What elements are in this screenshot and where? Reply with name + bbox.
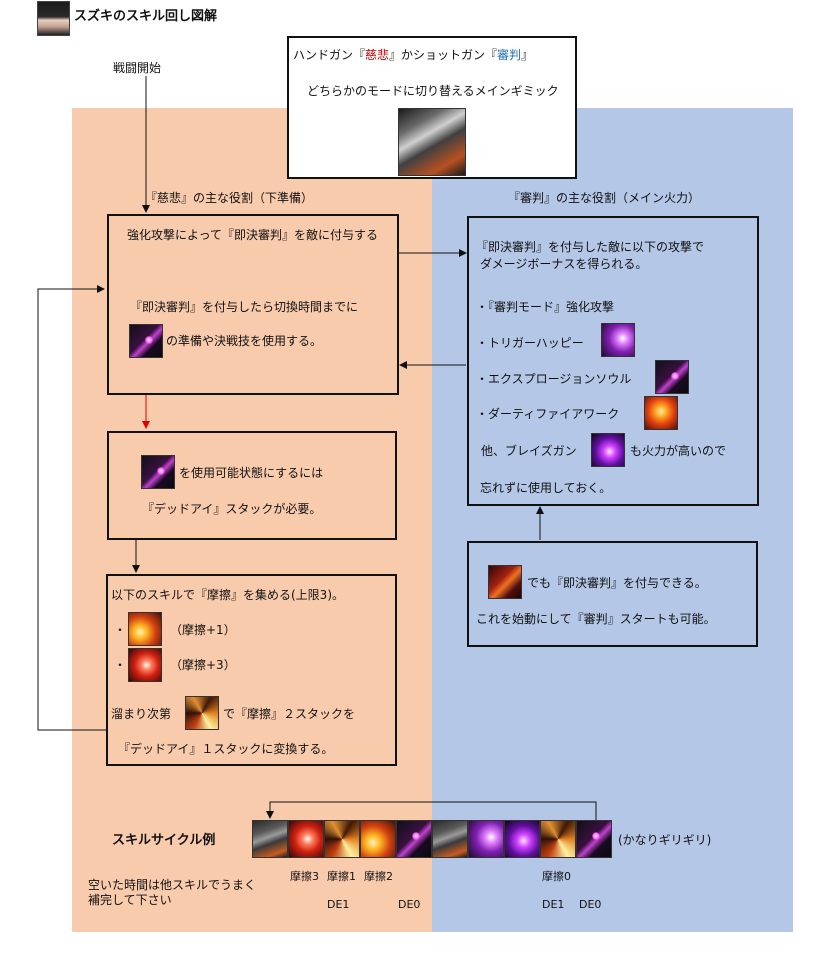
- arrow-loop-c-to-a: [37, 285, 106, 731]
- judgement-zone: [432, 108, 793, 932]
- cycle-hint-line1: 空いた時間は他スキルでうまく: [88, 878, 257, 892]
- swirl-icon: [324, 820, 360, 858]
- box-c-line4a: 溜まり次第: [111, 707, 172, 721]
- fire-burst-icon: [288, 820, 324, 858]
- gun-icon: [432, 820, 468, 858]
- battle-start-label: 戦闘開始: [113, 61, 162, 75]
- box-b-line1: を使用可能状態にするには: [179, 466, 324, 480]
- dead-eye-requirement-box: [107, 431, 397, 540]
- blaze-gun-icon: [504, 820, 540, 858]
- mercy-mode-name: 慈悲: [365, 48, 390, 62]
- cycle-hint-line2: 補完して下さい: [88, 893, 172, 907]
- bullet-dot: ・: [114, 658, 127, 672]
- friction-label: 摩擦0: [542, 870, 571, 883]
- dirty-firework-icon: [644, 396, 678, 430]
- box-d-line2: ダメージボーナスを得られる。: [480, 257, 648, 271]
- judgement-role-label: 『審判』の主な役割（メイン火力）: [508, 191, 701, 205]
- friction-label: 摩擦2: [364, 870, 393, 883]
- box-d-line7a: 他、ブレイズガン: [481, 444, 577, 458]
- box-e-line2: これを始動にして『審判』スタートも可能。: [476, 612, 716, 626]
- dead-eye-count-label: DE1: [542, 898, 565, 911]
- fire-slash-icon: [360, 820, 396, 858]
- box-b-line2: 『デッドアイ』スタックが必要。: [142, 502, 322, 516]
- arrow-cycle-loop: [266, 801, 597, 820]
- mode-title: ハンドガン『慈悲』かショットガン『審判』: [293, 47, 533, 63]
- dead-eye-icon: [576, 820, 612, 858]
- dead-eye-count-label: DE0: [579, 898, 602, 911]
- box-d-item3: ・エクスプロージョンソウル: [476, 372, 632, 386]
- box-d-line7b: も火力が高いので: [630, 444, 727, 458]
- box-e-line1: でも『即決審判』を付与できる。: [527, 576, 707, 590]
- friction-box: [106, 574, 397, 766]
- mercy-role-label: 『慈悲』の主な役割（下準備）: [145, 191, 314, 205]
- judgement-start-skill-icon: [488, 565, 522, 599]
- box-d-item4: ・ダーティファイアワーク: [476, 407, 620, 421]
- bullet-dot: ・: [114, 623, 127, 637]
- judgement-mercy-zone: [72, 108, 432, 932]
- trigger-happy-icon: [468, 820, 504, 858]
- box-c-line5: 『デッドアイ』１スタックに変換する。: [118, 742, 334, 756]
- dead-eye-icon: [129, 324, 163, 358]
- mercy-main-box: [107, 214, 399, 395]
- box-a-line1: 強化攻撃によって『即決審判』を敵に付与する: [127, 228, 379, 242]
- friction-label: 摩擦3: [290, 870, 319, 883]
- mode-description: どちらかのモードに切り替えるメインギミック: [307, 84, 559, 98]
- box-d-line8: 忘れずに使用しておく。: [480, 481, 612, 495]
- cycle-note: (かなりギリギリ): [618, 833, 712, 847]
- judgement-main-box: [467, 216, 759, 506]
- mode-title-part: 』: [521, 48, 534, 62]
- gun-icon: [252, 820, 288, 858]
- friction-label: 摩擦1: [327, 870, 356, 883]
- box-c-line1: 以下のスキルで『摩擦』を集める(上限3)。: [111, 588, 344, 602]
- dead-eye-count-label: DE1: [327, 898, 350, 911]
- judgement-start-box: [467, 541, 758, 647]
- mode-switch-gun-icon: [398, 108, 466, 176]
- mode-title-part: ハンドガン『: [293, 48, 366, 62]
- blaze-gun-icon: [591, 433, 625, 467]
- swirl-icon: [540, 820, 576, 858]
- box-d-item1: ・『審判モード』強化攻撃: [476, 300, 615, 314]
- trigger-happy-icon: [601, 323, 635, 357]
- swirl-icon: [185, 696, 219, 730]
- box-d-item2: ・トリガーハッピー: [476, 336, 584, 350]
- explosion-soul-icon: [655, 360, 689, 394]
- dead-eye-icon: [141, 455, 175, 489]
- suzuki-avatar: [37, 1, 70, 36]
- friction-plus1-label: （摩擦+1）: [170, 623, 236, 637]
- fire-slash-icon: [128, 612, 162, 646]
- page-title: スズキのスキル回し図解: [74, 9, 218, 24]
- cycle-title: スキルサイクル例: [112, 833, 216, 848]
- fire-burst-icon: [128, 648, 162, 682]
- box-a-line3: の準備や決戦技を使用する。: [166, 334, 323, 348]
- mode-title-part: 』かショットガン『: [389, 48, 498, 62]
- dead-eye-icon: [396, 820, 432, 858]
- dead-eye-count-label: DE0: [398, 898, 421, 911]
- judgement-mode-name: 審判: [497, 48, 522, 62]
- box-c-line4b: で『摩擦』２スタックを: [223, 707, 356, 721]
- box-d-line1: 『即決審判』を付与した敵に以下の攻撃で: [476, 240, 705, 254]
- friction-plus3-label: （摩擦+3）: [170, 658, 236, 672]
- box-a-line2: 『即決審判』を付与したら切換時間までに: [130, 300, 359, 314]
